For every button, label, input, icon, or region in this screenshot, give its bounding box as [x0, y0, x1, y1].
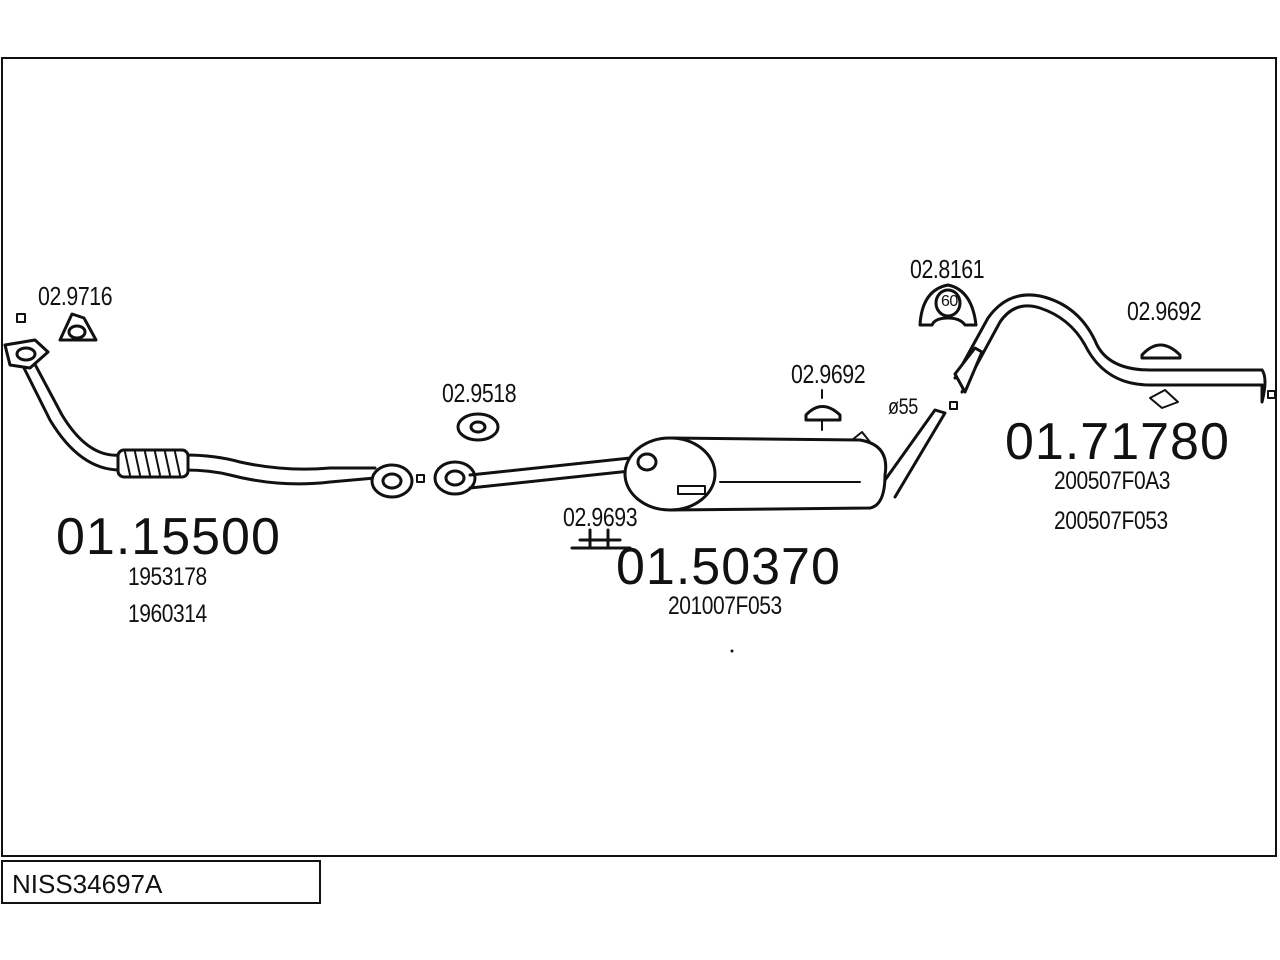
gasket-oval	[456, 412, 500, 442]
clamp	[570, 528, 632, 550]
rubber-hanger-middle	[804, 389, 842, 431]
pipe-diameter-label: ø55	[888, 394, 918, 419]
gasket-manifold-number: 02.9716	[38, 281, 113, 311]
middle-silencer	[433, 401, 958, 512]
hanger-middle-number: 02.9692	[791, 359, 866, 389]
middle-silencer-number: 01.50370	[616, 538, 841, 596]
rear-pipe-ref-2: 200507F053	[1054, 507, 1168, 535]
gasket-flange-number: 02.9518	[442, 378, 517, 408]
rear-pipe-ref-1: 200507F0A3	[1054, 467, 1171, 495]
front-pipe-ref-1: 1953178	[128, 563, 207, 591]
rear-pipe-number: 01.71780	[1005, 413, 1230, 471]
front-pipe	[3, 313, 425, 499]
front-pipe-ref-2: 1960314	[128, 600, 207, 628]
diagram-frame	[1, 57, 1277, 857]
hanger-rear-number: 02.9692	[1127, 296, 1202, 326]
ring-hanger	[918, 283, 978, 327]
ring-hanger-size: 60	[941, 293, 958, 310]
rear-pipe	[953, 293, 1276, 409]
stray-dot	[730, 649, 734, 653]
diagram-code-box: NISS34697A	[1, 860, 321, 904]
middle-silencer-ref-1: 201007F053	[668, 592, 782, 620]
clamp-number: 02.9693	[563, 502, 638, 532]
ring-hanger-number: 02.8161	[910, 254, 985, 284]
front-pipe-number: 01.15500	[56, 508, 281, 566]
rubber-hanger-rear	[1140, 343, 1182, 360]
diagram-code: NISS34697A	[12, 869, 163, 899]
gasket-triangle	[58, 312, 98, 342]
